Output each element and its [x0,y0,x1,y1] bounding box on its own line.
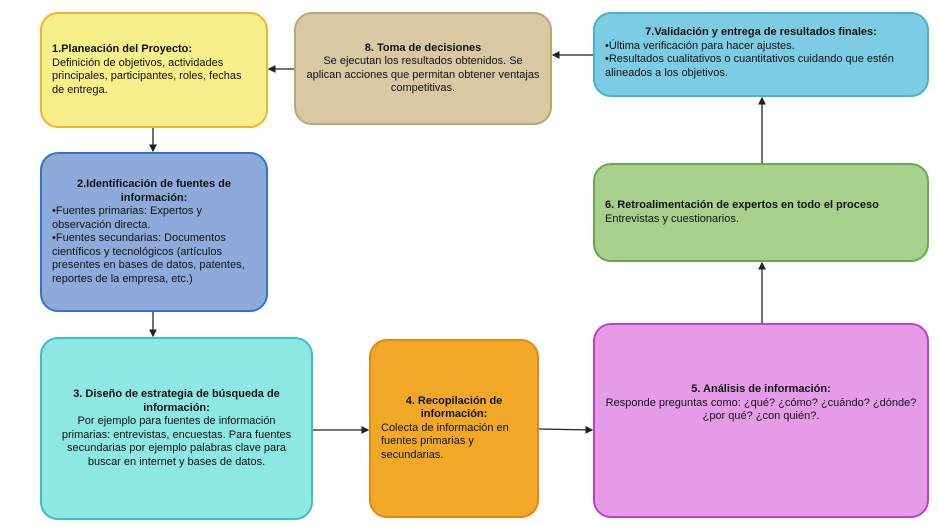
step-title: 5. Análisis de información: [691,383,831,396]
step-8-toma-decisiones: 8. Toma de decisiones Se ejecutan los re… [294,12,552,125]
step-body: Definición de objetivos, actividades pri… [52,56,242,96]
step-5-analisis: 5. Análisis de información: Responde pre… [593,323,929,518]
step-body: Se ejecutan los resultados obtenidos. Se… [306,55,540,94]
step-4-recopilacion: 4. Recopilación de información: Colecta … [369,339,539,518]
step-title: 7.Validación y entrega de resultados fin… [645,26,877,38]
step-title: 8. Toma de decisiones [364,41,482,54]
step-title: 1.Planeación del Proyecto: [52,43,192,55]
step-2-identificacion: 2.Identificación de fuentes de informaci… [40,152,268,312]
step-body: Colecta de información en fuentes primar… [381,421,509,461]
step-title: 3. Diseño de estrategia de búsqueda de i… [73,388,280,414]
step-bullet: •Fuentes secundarias: Documentos científ… [52,232,245,285]
step-6-retroalimentacion: 6. Retroalimentación de expertos en todo… [593,163,929,262]
step-body: Responde preguntas como: ¿qué? ¿cómo? ¿c… [605,396,917,423]
step-1-planeacion: 1.Planeación del Proyecto: Definición de… [40,12,268,128]
step-title: 2.Identificación de fuentes de informaci… [76,178,232,204]
step-bullet: •Última verificación para hacer ajustes. [605,39,795,52]
arrow-4-5 [538,425,594,434]
step-bullet: •Resultados cualitativos o cuantitativos… [605,53,894,79]
step-title: 6. Retroalimentación de expertos en todo… [605,199,879,211]
step-title: 4. Recopilación de información: [405,394,503,421]
step-body: Por ejemplo para fuentes de información … [61,415,292,468]
step-body: Entrevistas y cuestionarios. [605,212,739,225]
step-3-diseno-estrategia: 3. Diseño de estrategia de búsqueda de i… [40,337,313,520]
step-7-validacion: 7.Validación y entrega de resultados fin… [593,12,929,97]
step-bullet: •Fuentes primarias: Expertos y observaci… [52,205,202,231]
